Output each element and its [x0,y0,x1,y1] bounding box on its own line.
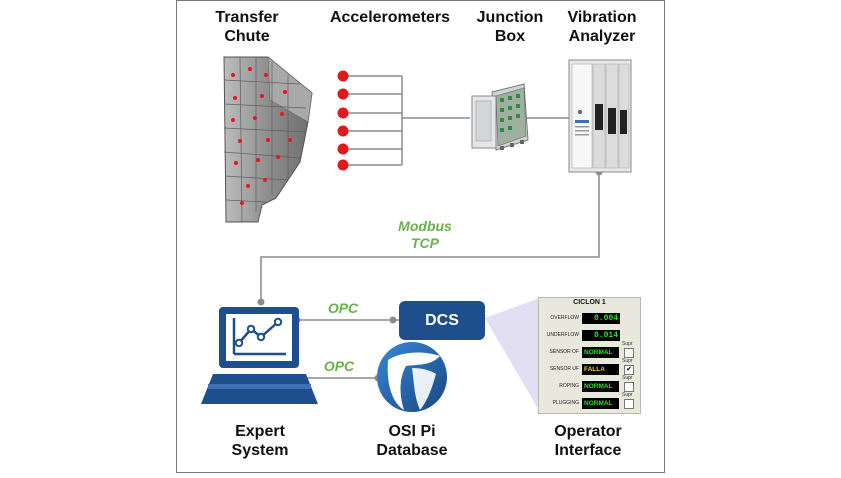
panel-row-status: NORMAL [582,381,619,392]
panel-row-label: SENSOR OF [549,349,579,355]
dcs-box: DCS [399,301,485,340]
label-operator-interface-line2: Interface [554,442,622,459]
operator-panel: CICLON 1 OVERFLOW 0.004 UNDERFLOW 0.014 … [538,297,641,414]
label-expert-system-line2: System [231,442,289,459]
supr-checkbox[interactable]: ✔ [624,365,634,375]
label-osi-pi-line1: OSI Pi [388,423,436,440]
panel-supr-label: Supr [622,375,633,381]
panel-supr-label: Supr [622,358,633,364]
label-vibration-analyzer-line2: Analyzer [568,28,636,45]
label-transfer-chute: Transfer Chute [202,8,292,46]
label-osi-pi-database: OSI Pi Database [364,422,460,460]
panel-row-label: PLUGGING [552,400,579,406]
panel-row-overflow: OVERFLOW 0.004 [539,312,640,326]
panel-row-status: NORMAL [582,398,619,409]
label-expert-system: Expert System [214,422,306,460]
accelerometer-sensors [337,70,349,171]
panel-row-label: ROPING [559,383,579,389]
panel-row-value: 0.014 [582,330,620,341]
supr-checkbox[interactable] [624,382,634,392]
label-vibration-analyzer-line1: Vibration [567,9,637,26]
label-modbus-line1: Modbus [398,218,452,234]
label-modbus-tcp: Modbus TCP [380,218,470,252]
label-operator-interface-line1: Operator [554,423,622,440]
label-opc-pi: OPC [314,358,364,375]
transfer-chute-graphic [223,56,313,223]
panel-row-underflow: UNDERFLOW 0.014 [539,329,640,343]
label-opc-pi-text: OPC [323,358,355,374]
label-accelerometers: Accelerometers [318,8,462,27]
label-junction-box: Junction Box [470,8,550,46]
label-vibration-analyzer: Vibration Analyzer [554,8,650,46]
panel-row-sensor-uf: SENSOR UF FALLA Supr ✔ [539,358,640,377]
panel-row-plugging: PLUGGING NORMAL Supr [539,392,640,411]
label-operator-interface: Operator Interface [540,422,636,460]
panel-row-sensor-of: SENSOR OF NORMAL Supr [539,341,640,360]
expert-system-graphic [201,307,318,404]
vibration-analyzer-graphic [568,59,632,173]
panel-supr-label: Supr [622,341,633,347]
label-accelerometers-text: Accelerometers [329,9,451,26]
panel-row-status: FALLA [582,364,619,375]
label-transfer-chute-line1: Transfer [215,9,279,26]
trend-graph-icon [232,318,286,356]
panel-supr-label: Supr [622,392,633,398]
label-transfer-chute-line2: Chute [224,28,270,45]
panel-row-label: UNDERFLOW [546,332,579,338]
panel-row-label: SENSOR UF [549,366,579,372]
label-osi-pi-line2: Database [376,442,448,459]
panel-row-value: 0.004 [582,313,620,324]
osi-pi-logo [377,342,447,412]
label-expert-system-line1: Expert [235,423,285,440]
panel-row-label: OVERFLOW [550,315,579,321]
supr-checkbox[interactable] [624,399,634,409]
label-junction-box-line1: Junction [476,9,544,26]
dcs-callout [485,298,540,412]
label-junction-box-line2: Box [494,28,526,45]
supr-checkbox[interactable] [624,348,634,358]
dcs-label: DCS [425,311,459,329]
panel-title: CICLON 1 [573,299,606,306]
connectors [260,75,600,379]
panel-row-status: NORMAL [582,347,619,358]
label-opc-dcs-text: OPC [327,300,359,316]
label-opc-dcs: OPC [318,300,368,317]
panel-row-roping: ROPING NORMAL Supr [539,375,640,394]
junction-box-graphic [471,83,529,151]
label-modbus-line2: TCP [411,235,439,251]
